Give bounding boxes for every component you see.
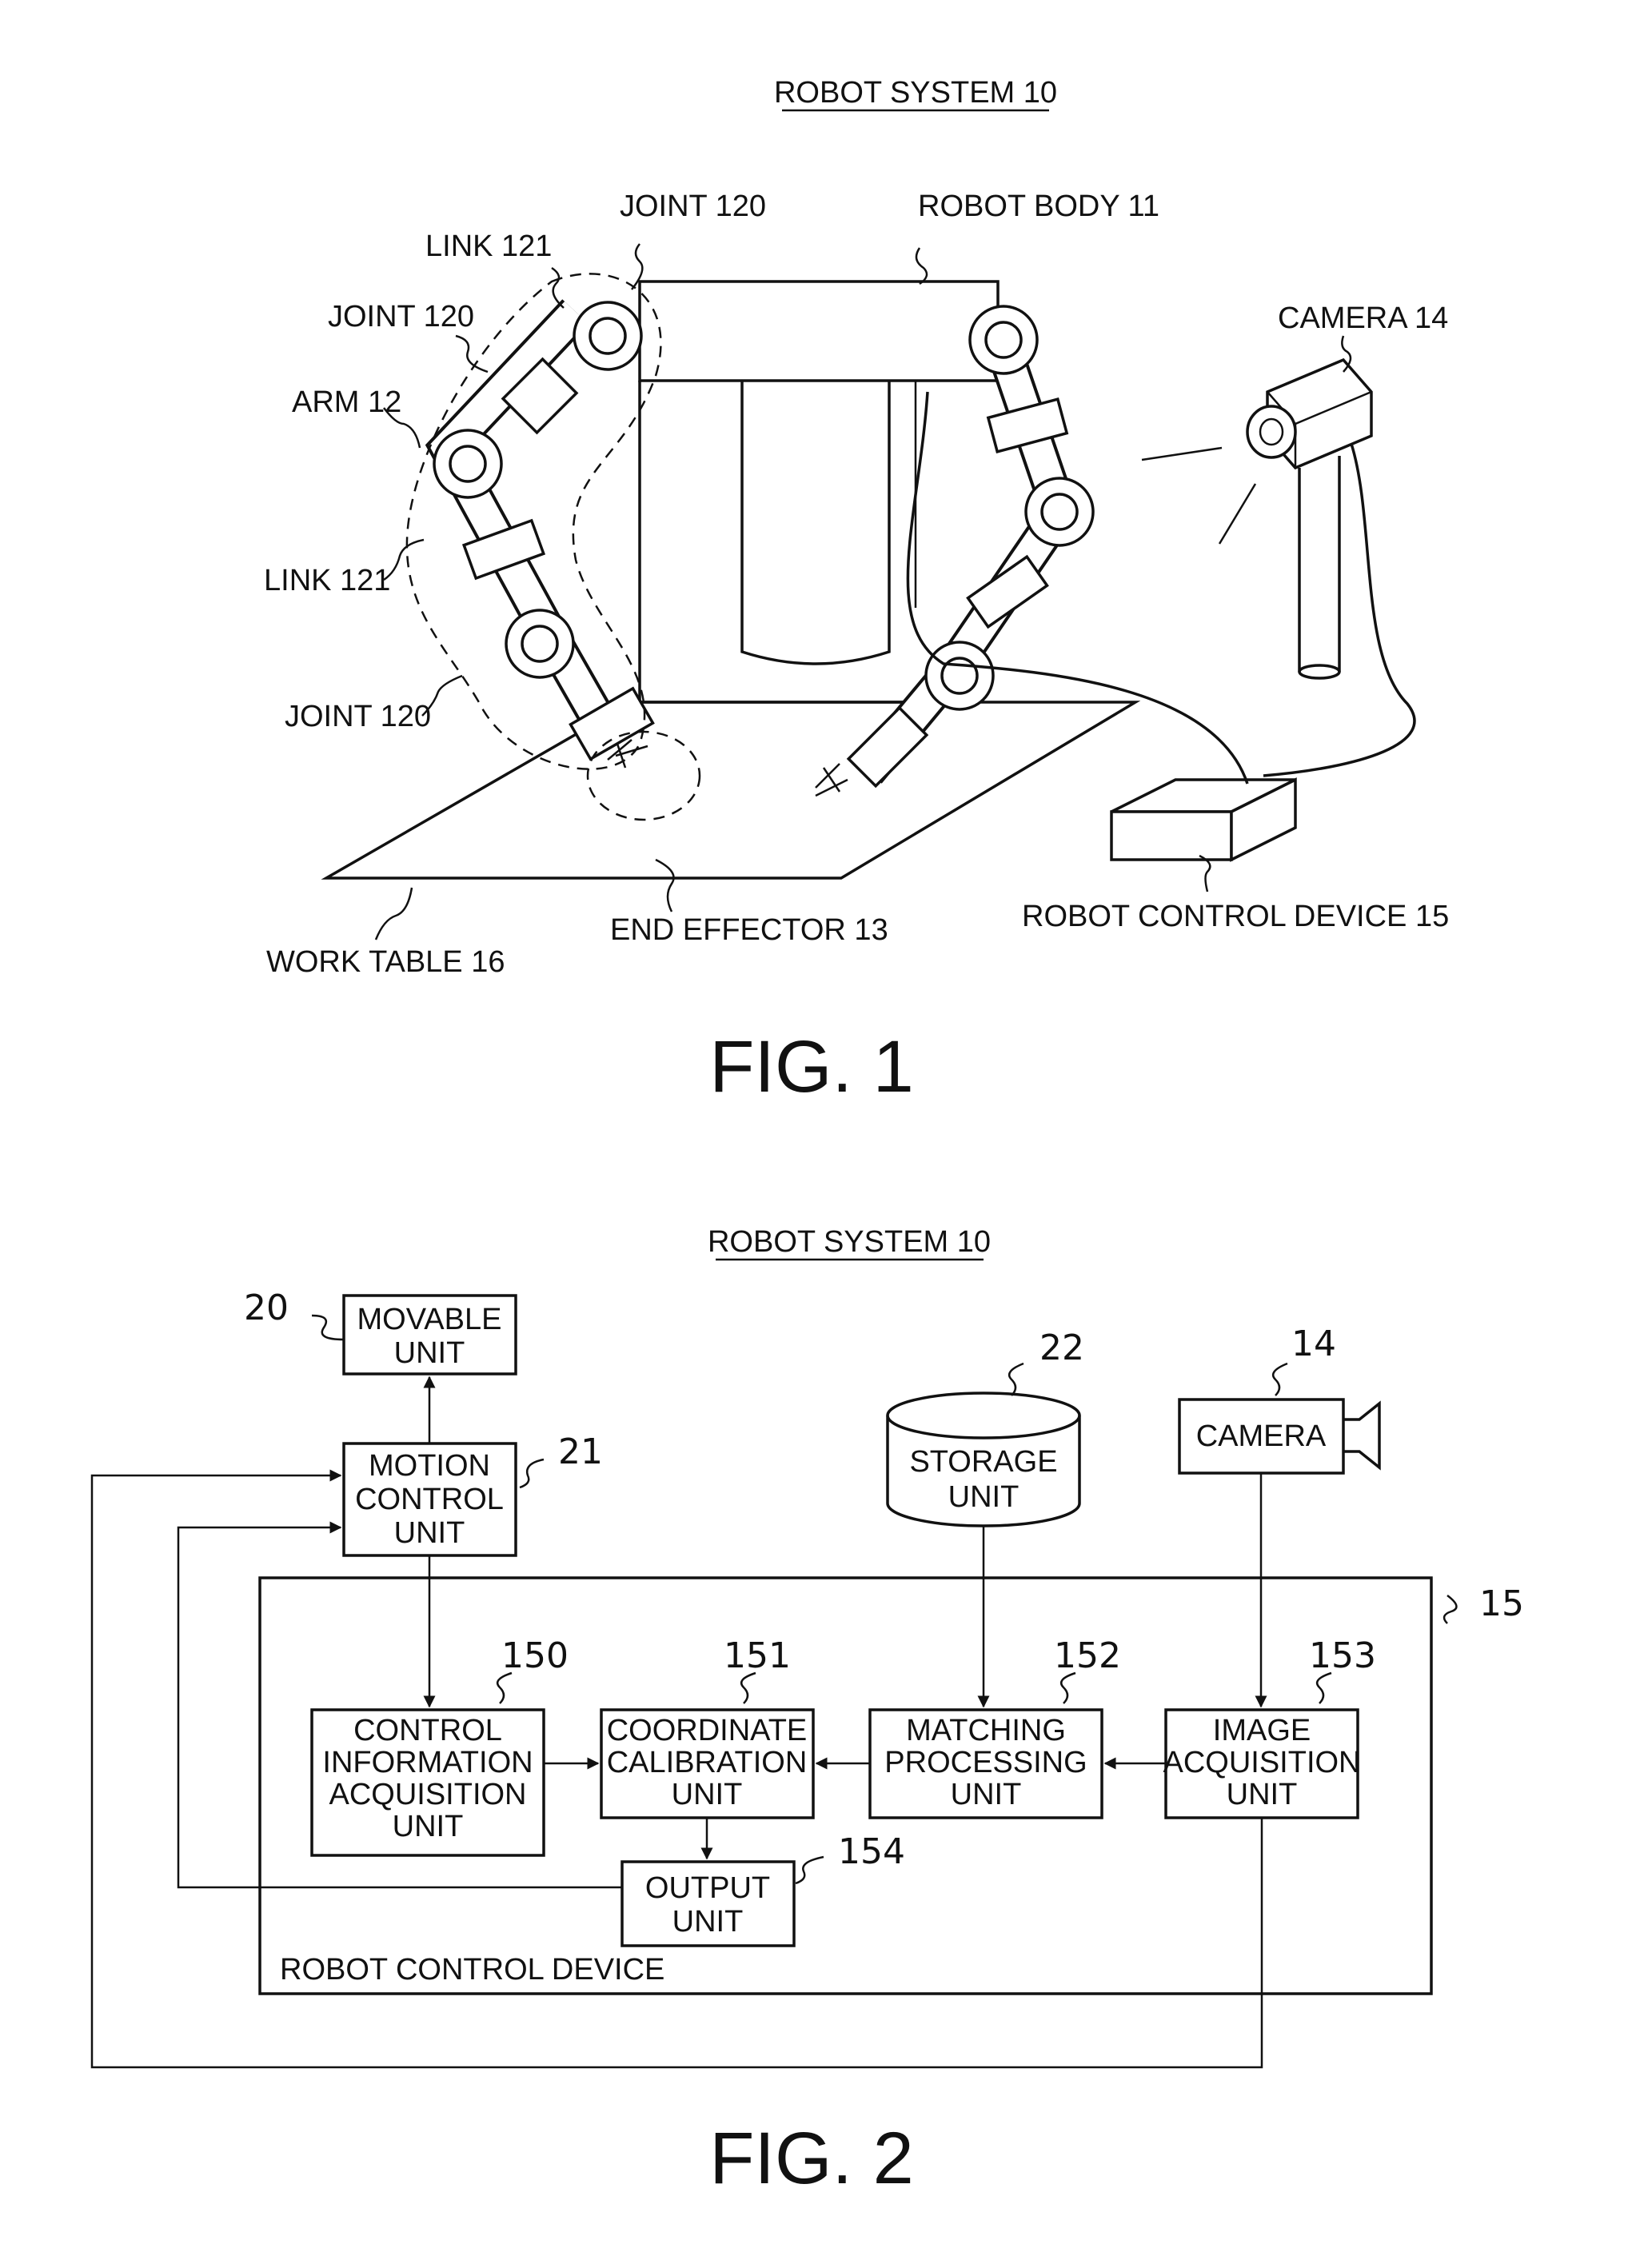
robot-control-device-box [1111, 780, 1295, 860]
image-line-1: IMAGE [1213, 1714, 1311, 1747]
end-effector-outline [588, 732, 700, 820]
control-info-line-2: INFORMATION [322, 1746, 533, 1779]
container-label: ROBOT CONTROL DEVICE [280, 1953, 664, 1986]
label-robot-body: ROBOT BODY 11 [918, 190, 1159, 223]
label-camera: CAMERA 14 [1278, 301, 1448, 335]
image-line-3: UNIT [1227, 1778, 1298, 1811]
work-table [326, 702, 1135, 878]
leader-link-mid [384, 540, 424, 580]
label-joint-mid: JOINT 120 [328, 300, 474, 333]
motion-line-3: UNIT [394, 1516, 465, 1550]
control-info-line-1: CONTROL [353, 1714, 502, 1747]
matching-ref: 152 [1054, 1635, 1121, 1676]
movable-line-1: MOVABLE [357, 1303, 502, 1336]
camera-ref: 14 [1291, 1324, 1336, 1364]
leader-control-info [497, 1673, 512, 1703]
label-joint-bottom: JOINT 120 [285, 700, 431, 733]
coord-line-2: CALIBRATION [607, 1746, 808, 1779]
leader-camera-ref [1273, 1364, 1287, 1396]
label-joint-top: JOINT 120 [620, 190, 766, 223]
movable-line-2: UNIT [394, 1336, 465, 1370]
image-ref: 153 [1309, 1635, 1376, 1676]
storage-line-2: UNIT [948, 1480, 1020, 1514]
movable-ref: 20 [244, 1288, 289, 1328]
output-line-1: OUTPUT [645, 1871, 770, 1905]
fig2-title: ROBOT SYSTEM 10 [708, 1225, 991, 1259]
leader-storage [1009, 1364, 1024, 1396]
coord-line-1: COORDINATE [607, 1714, 808, 1747]
container-ref: 15 [1479, 1583, 1524, 1624]
leader-coord [741, 1673, 756, 1703]
leader-robot-body [916, 248, 927, 284]
leader-end-effector [656, 860, 674, 912]
camera-lens-icon [1343, 1404, 1379, 1467]
matching-line-1: MATCHING [906, 1714, 1066, 1747]
control-info-ref: 150 [501, 1635, 569, 1676]
leader-work-table [376, 888, 412, 940]
output-ref: 154 [838, 1831, 905, 1872]
output-line-2: UNIT [672, 1905, 744, 1939]
storage-line-1: STORAGE [909, 1445, 1057, 1479]
motion-line-1: MOTION [369, 1449, 490, 1483]
label-link-mid: LINK 121 [264, 564, 390, 597]
leader-output [796, 1857, 824, 1883]
leader-movable [312, 1316, 344, 1340]
leader-matching [1061, 1673, 1075, 1703]
control-info-line-4: UNIT [393, 1810, 464, 1843]
left-arm [434, 302, 652, 768]
fig2: ROBOT SYSTEM 10 ROBOT CONTROL DEVICE 15 … [92, 1225, 1524, 2199]
fig2-caption: FIG. 2 [709, 2118, 914, 2199]
label-work-table: WORK TABLE 16 [266, 945, 505, 979]
robot-body [640, 282, 998, 702]
storage-ref: 22 [1039, 1328, 1084, 1368]
motion-ref: 21 [558, 1431, 603, 1472]
leader-motion [520, 1459, 544, 1487]
label-arm: ARM 12 [292, 385, 401, 419]
label-link-top: LINK 121 [425, 230, 552, 263]
leader-image [1317, 1673, 1331, 1703]
matching-line-3: UNIT [951, 1778, 1022, 1811]
motion-line-2: CONTROL [355, 1483, 504, 1516]
leader-container [1444, 1595, 1456, 1623]
camera-line-1: CAMERA [1196, 1419, 1327, 1453]
leader-arm [384, 408, 420, 448]
matching-line-2: PROCESSING [884, 1746, 1087, 1779]
coord-ref: 151 [724, 1635, 791, 1676]
label-robot-control-device: ROBOT CONTROL DEVICE 15 [1022, 900, 1449, 933]
coord-line-3: UNIT [672, 1778, 743, 1811]
leader-joint-bottom [422, 676, 462, 716]
label-end-effector: END EFFECTOR 13 [610, 913, 888, 947]
image-line-2: ACQUISITION [1163, 1746, 1360, 1779]
fig1: ROBOT SYSTEM 10 [264, 76, 1449, 1108]
fig1-title: ROBOT SYSTEM 10 [774, 76, 1057, 110]
control-info-line-3: ACQUISITION [329, 1778, 526, 1811]
fig1-caption: FIG. 1 [709, 1026, 914, 1108]
